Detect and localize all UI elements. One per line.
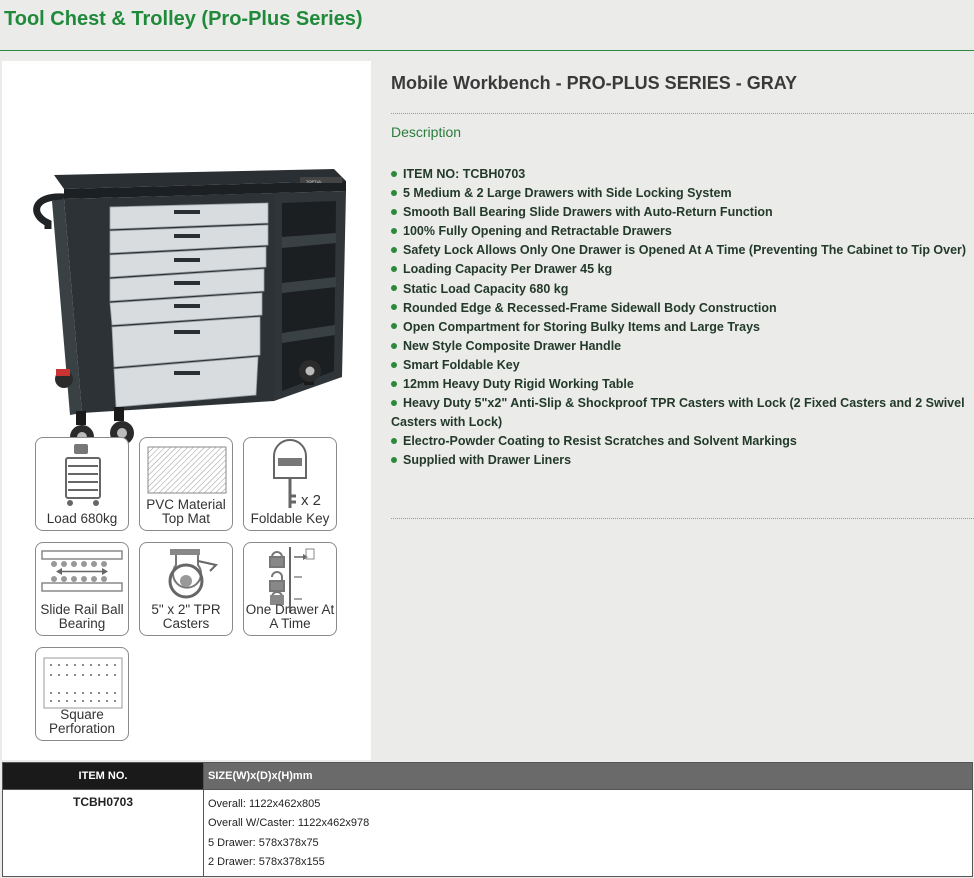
lock-icon [269, 547, 315, 613]
product-image[interactable]: TOPTUL [24, 111, 364, 456]
bullet-icon [391, 438, 397, 445]
size-line: Overall W/Caster: 1122x462x978 [208, 817, 370, 830]
bullet-icon [391, 342, 397, 349]
feature-load-capacity: Load 680kg [35, 437, 129, 531]
size-line: 2 Drawer: 578x378x155 [208, 855, 325, 868]
list-item: Smart Foldable Key [391, 356, 971, 375]
bullet-icon [391, 227, 397, 234]
divider [391, 113, 974, 114]
list-item: Supplied with Drawer Liners [391, 451, 971, 470]
key-icon: x 2 [273, 439, 321, 509]
bullet-icon [391, 361, 397, 368]
list-item: Electro-Powder Coating to Resist Scratch… [391, 432, 971, 451]
bullet-icon [391, 304, 397, 311]
list-item: 5 Medium & 2 Large Drawers with Side Loc… [391, 184, 971, 203]
size-cell: Overall: 1122x462x805 Overall W/Caster: … [203, 788, 973, 878]
divider [391, 518, 974, 519]
list-item: 100% Fully Opening and Retractable Drawe… [391, 222, 971, 241]
bullet-icon [391, 380, 397, 387]
feature-foldable-key: x 2 Foldable Key [243, 437, 337, 531]
size-line: 5 Drawer: 578x378x75 [208, 836, 319, 849]
description-heading: Description [391, 124, 462, 140]
list-item: ITEM NO: TCBH0703 [391, 165, 971, 184]
tile-label: Load 680kg [46, 511, 118, 526]
ball-bearing-icon [41, 550, 123, 592]
table-header-row: ITEM NO. SIZE(W)x(D)x(H)mm [2, 762, 973, 790]
bullet-icon [391, 189, 397, 196]
list-item: Static Load Capacity 680 kg [391, 280, 971, 299]
list-item: Rounded Edge & Recessed-Frame Sidewall B… [391, 299, 971, 318]
list-item: Loading Capacity Per Drawer 45 kg [391, 260, 971, 279]
item-no-header: ITEM NO. [2, 762, 204, 790]
bullet-icon [391, 247, 397, 254]
bullet-icon [391, 399, 397, 406]
title-divider [0, 50, 974, 51]
spec-table: ITEM NO. SIZE(W)x(D)x(H)mm TCBH0703 Over… [2, 762, 973, 878]
list-item: Heavy Duty 5"x2" Anti-Slip & Shockproof … [391, 396, 965, 430]
table-row: TCBH0703 Overall: 1122x462x805 Overall W… [2, 788, 973, 878]
brand-badge: TOPTUL [306, 179, 322, 184]
product-name: Mobile Workbench - PRO-PLUS SERIES - GRA… [391, 73, 798, 93]
item-no-cell: TCBH0703 [2, 788, 204, 878]
page-title: Tool Chest & Trolley (Pro-Plus Series) [4, 8, 363, 30]
size-header: SIZE(W)x(D)x(H)mm [203, 762, 973, 790]
list-item: Open Compartment for Storing Bulky Items… [391, 318, 971, 337]
bullet-icon [391, 457, 397, 464]
bullet-icon [391, 170, 397, 177]
product-gallery: TOPTUL [2, 61, 371, 760]
cabinet-weight-icon [65, 444, 101, 506]
list-item: Smooth Ball Bearing Slide Drawers with A… [391, 203, 971, 222]
bullet-icon [391, 323, 397, 330]
list-item: Safety Lock Allows Only One Drawer is Op… [391, 241, 971, 260]
size-line: Overall: 1122x462x805 [208, 798, 321, 810]
key-count: x 2 [301, 492, 321, 509]
caster-wheel-icon [168, 549, 218, 599]
bullet-icon [391, 285, 397, 292]
bullet-icon [391, 266, 397, 273]
perforation-grid-icon [43, 657, 123, 709]
tile-label: Foldable Key [250, 511, 330, 526]
bullet-icon [391, 208, 397, 215]
list-item: 12mm Heavy Duty Rigid Working Table [391, 375, 971, 394]
list-item: New Style Composite Drawer Handle [391, 337, 971, 356]
mat-texture-icon [147, 446, 227, 494]
feature-list: ITEM NO: TCBH0703 5 Medium & 2 Large Dra… [391, 165, 971, 471]
